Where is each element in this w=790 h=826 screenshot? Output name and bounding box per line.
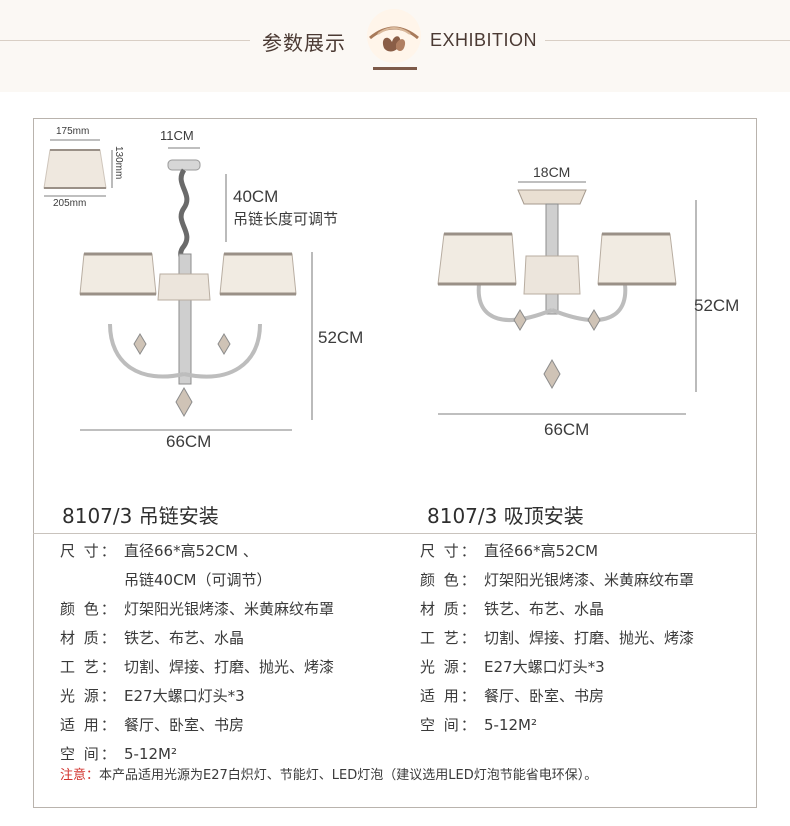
right-height-label: 52CM xyxy=(694,296,740,315)
spec-value: 铁艺、布艺、水晶 xyxy=(484,600,605,618)
right-width-label: 66CM xyxy=(544,420,590,439)
header: 参数展示 EXHIBITION xyxy=(0,0,790,92)
note-label: 注意： xyxy=(60,768,100,783)
spec-label: 适 用： xyxy=(60,716,118,734)
spec-value: 吊链40CM（可调节） xyxy=(124,571,272,589)
spec-value: 切割、焊接、打磨、抛光、烤漆 xyxy=(124,658,335,676)
spec-value: 灯架阳光银烤漆、米黄麻纹布罩 xyxy=(124,600,335,618)
spec-label: 颜 色： xyxy=(60,600,118,618)
left-spec-list: 尺 寸： 直径66*高52CM 、 吊链40CM（可调节） 颜 色： 灯架阳光银… xyxy=(60,537,334,769)
spec-label: 尺 寸： xyxy=(60,542,118,560)
spec-row: 材 质： 铁艺、布艺、水晶 xyxy=(420,595,694,624)
spec-value: E27大螺口灯头*3 xyxy=(484,658,605,676)
spec-value: 直径66*高52CM 、 xyxy=(124,542,258,560)
spec-label: 光 源： xyxy=(60,687,118,705)
right-spec-list: 尺 寸： 直径66*高52CM 颜 色： 灯架阳光银烤漆、米黄麻纹布罩 材 质：… xyxy=(420,537,694,740)
spec-label: 工 艺： xyxy=(420,629,478,647)
spec-value: 餐厅、卧室、书房 xyxy=(124,716,245,734)
spec-label xyxy=(60,566,124,595)
spec-row: 工 艺： 切割、焊接、打磨、抛光、烤漆 xyxy=(420,624,694,653)
shade-sample-icon xyxy=(43,139,113,197)
spec-value: 灯架阳光银烤漆、米黄麻纹布罩 xyxy=(484,571,695,589)
header-divider-right xyxy=(545,40,790,41)
spec-value: 铁艺、布艺、水晶 xyxy=(124,629,245,647)
header-title-en: EXHIBITION xyxy=(430,30,538,50)
header-title-cn: 参数展示 xyxy=(262,31,346,55)
spec-row: 光 源： E27大螺口灯头*3 xyxy=(60,682,334,711)
spec-row: 光 源： E27大螺口灯头*3 xyxy=(420,653,694,682)
shade-height: 130mm xyxy=(113,146,124,180)
spec-label: 适 用： xyxy=(420,687,478,705)
logo-underline xyxy=(373,67,417,70)
spec-row: 适 用： 餐厅、卧室、书房 xyxy=(420,682,694,711)
spec-row: 适 用： 餐厅、卧室、书房 xyxy=(60,711,334,740)
spec-value: 切割、焊接、打磨、抛光、烤漆 xyxy=(484,629,695,647)
header-divider-left xyxy=(0,40,250,41)
chain-length-label: 40CM xyxy=(233,187,279,206)
spec-row: 尺 寸： 直径66*高52CM xyxy=(420,537,694,566)
spec-row: 吊链40CM（可调节） xyxy=(60,566,334,595)
usage-note: 注意：本产品适用光源为E27白炽灯、节能灯、LED灯泡（建议选用LED灯泡节能省… xyxy=(60,764,597,783)
rod-width-label: 11CM xyxy=(160,128,194,143)
spec-label: 光 源： xyxy=(420,658,478,676)
spec-row: 工 艺： 切割、焊接、打磨、抛光、烤漆 xyxy=(60,653,334,682)
frame-divider xyxy=(33,533,757,534)
chain-chandelier-diagram xyxy=(43,139,313,431)
chain-adjustable-note: 吊链长度可调节 xyxy=(233,211,339,228)
spec-row: 颜 色： 灯架阳光银烤漆、米黄麻纹布罩 xyxy=(60,595,334,624)
spec-value: E27大螺口灯头*3 xyxy=(124,687,245,705)
spec-label: 尺 寸： xyxy=(420,542,478,560)
shade-bottom-width: 205mm xyxy=(53,198,87,209)
spec-value: 餐厅、卧室、书房 xyxy=(484,687,605,705)
spec-row: 空 间： 5-12M² xyxy=(420,711,694,740)
spec-row: 材 质： 铁艺、布艺、水晶 xyxy=(60,624,334,653)
spec-row: 空 间： 5-12M² xyxy=(60,740,334,769)
spec-label: 工 艺： xyxy=(60,658,118,676)
spec-label: 空 间： xyxy=(420,716,478,734)
shade-top-width: 175mm xyxy=(56,126,90,137)
spec-value: 5-12M² xyxy=(124,745,177,763)
ceiling-chandelier-diagram xyxy=(437,181,697,415)
note-text: 本产品适用光源为E27白炽灯、节能灯、LED灯泡（建议选用LED灯泡节能省电环保… xyxy=(99,768,598,783)
spec-row: 尺 寸： 直径66*高52CM 、 xyxy=(60,537,334,566)
spec-label: 空 间： xyxy=(60,745,118,763)
spec-row: 颜 色： 灯架阳光银烤漆、米黄麻纹布罩 xyxy=(420,566,694,595)
spec-label: 材 质： xyxy=(420,600,478,618)
left-width-label: 66CM xyxy=(166,432,212,451)
spec-value: 5-12M² xyxy=(484,716,537,734)
canopy-width-label: 18CM xyxy=(533,164,571,180)
spec-label: 材 质： xyxy=(60,629,118,647)
left-model-title: 8107/3 吊链安装 xyxy=(62,504,219,528)
logo-icon xyxy=(367,9,421,63)
spec-value: 直径66*高52CM xyxy=(484,542,599,560)
spec-label: 颜 色： xyxy=(420,571,478,589)
right-model-title: 8107/3 吸顶安装 xyxy=(427,504,584,528)
left-height-label: 52CM xyxy=(318,328,364,347)
